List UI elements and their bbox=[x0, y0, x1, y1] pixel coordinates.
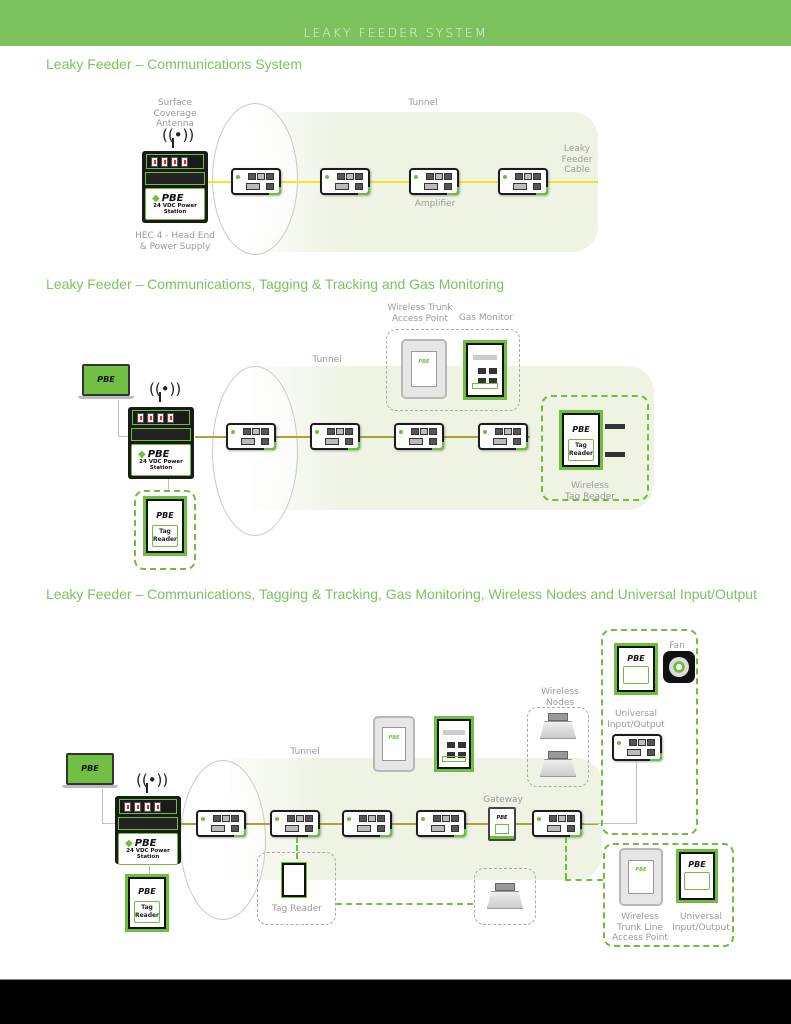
tag-reader-icon: PBE Tag Reader bbox=[559, 410, 603, 470]
wireless-node-icon bbox=[540, 713, 576, 739]
amplifier-icon bbox=[226, 423, 276, 450]
wireless-trunk-label: Wireless Trunk Access Point bbox=[387, 303, 453, 324]
antenna-icon: ((•)) bbox=[162, 126, 194, 148]
amplifier-icon bbox=[478, 423, 528, 450]
tunnel-label-3: Tunnel bbox=[290, 747, 320, 757]
dashed-link bbox=[336, 903, 473, 905]
dashed-link bbox=[565, 837, 567, 879]
trunk-gas-group bbox=[386, 329, 520, 411]
tunnel-label-1: Tunnel bbox=[408, 98, 438, 108]
amplifier-icon bbox=[612, 734, 662, 761]
laptop-icon: PBE bbox=[62, 753, 118, 793]
access-point-icon: PBE bbox=[401, 339, 447, 399]
laptop-icon: PBE bbox=[78, 364, 134, 404]
link-line bbox=[102, 823, 116, 824]
amplifier-icon bbox=[196, 810, 246, 837]
universal-io-icon: PBE bbox=[614, 643, 658, 695]
leaky-feeder-cable-1 bbox=[207, 181, 598, 183]
page-footer bbox=[0, 979, 791, 1024]
gateway-label: Gateway bbox=[483, 795, 523, 805]
amplifier-icon bbox=[416, 810, 466, 837]
link-line bbox=[102, 789, 103, 823]
gas-monitor-icon bbox=[434, 716, 474, 772]
tunnel-mouth-3 bbox=[180, 760, 266, 920]
gas-monitor-label: Gas Monitor bbox=[458, 313, 514, 323]
access-point-icon: PBE bbox=[373, 716, 415, 772]
amplifier-icon bbox=[270, 810, 320, 837]
wireless-node-icon bbox=[487, 883, 523, 909]
amplifier-icon bbox=[409, 168, 459, 195]
section-2-title: Leaky Feeder – Communications, Tagging &… bbox=[46, 276, 505, 292]
gas-monitor-icon bbox=[463, 340, 507, 400]
wireless-nodes-label: Wireless Nodes bbox=[541, 687, 579, 708]
cable-label: Leaky Feeder Cable bbox=[561, 144, 593, 175]
wireless-node-icon bbox=[540, 751, 576, 777]
page-header: LEAKY FEEDER SYSTEM bbox=[0, 0, 791, 46]
tag-reader-group bbox=[257, 852, 336, 925]
tunnel-mouth-2 bbox=[212, 366, 298, 536]
antenna-label-1: Surface Coverage Antenna bbox=[153, 98, 197, 129]
antenna-icon: ((•)) bbox=[136, 771, 168, 793]
tunnel-label-2: Tunnel bbox=[312, 355, 342, 365]
link-line bbox=[636, 761, 637, 824]
wireless-trunk-line-label: Wireless Trunk Line Access Point bbox=[611, 912, 669, 943]
antenna-icon: ((•)) bbox=[149, 380, 181, 402]
section-1-title: Leaky Feeder – Communications System bbox=[46, 56, 302, 72]
link-line bbox=[168, 479, 169, 491]
universal-io-icon: PBE bbox=[676, 849, 718, 903]
wireless-tag-reader-group bbox=[541, 395, 649, 501]
link-line bbox=[118, 400, 119, 436]
amplifier-label: Amplifier bbox=[414, 199, 456, 209]
page-title: LEAKY FEEDER SYSTEM bbox=[303, 25, 488, 40]
tag-reader-icon bbox=[281, 862, 307, 898]
tag-reader-icon: PBE Tag Reader bbox=[125, 874, 169, 932]
universal-io-label-top: Universal Input/Output bbox=[607, 709, 665, 730]
tag-antenna-icon bbox=[605, 452, 625, 457]
amplifier-icon bbox=[231, 168, 281, 195]
wireless-nodes-group bbox=[527, 707, 589, 787]
dashed-link bbox=[296, 837, 298, 859]
access-point-icon: PBE bbox=[619, 848, 663, 906]
universal-io-group-top bbox=[601, 629, 698, 835]
link-line bbox=[149, 864, 150, 874]
amplifier-icon bbox=[310, 423, 360, 450]
amplifier-icon bbox=[532, 810, 582, 837]
tag-reader-icon: PBE Tag Reader bbox=[143, 496, 187, 556]
wireless-tag-reader-label: Wireless Tag Reader bbox=[565, 481, 615, 502]
gateway-icon: PBE bbox=[488, 807, 516, 841]
head-end-label: HEC 4 - Head End & Power Supply bbox=[135, 231, 215, 252]
section-3-title: Leaky Feeder – Communications, Tagging &… bbox=[46, 586, 757, 602]
tag-reader-group bbox=[134, 490, 196, 570]
universal-io-label-bottom: Universal Input/Output bbox=[672, 912, 730, 933]
link-line bbox=[584, 823, 636, 824]
fan-icon bbox=[663, 651, 695, 683]
fan-label: Fan bbox=[669, 641, 685, 651]
leaky-feeder-cable-2 bbox=[195, 436, 530, 438]
tag-reader-label: Tag Reader bbox=[272, 904, 322, 914]
tag-antenna-icon bbox=[605, 424, 625, 429]
amplifier-icon bbox=[394, 423, 444, 450]
dashed-link bbox=[565, 879, 603, 881]
wireless-node-group bbox=[474, 868, 536, 925]
amplifier-icon bbox=[342, 810, 392, 837]
amplifier-icon bbox=[498, 168, 548, 195]
amplifier-icon bbox=[320, 168, 370, 195]
universal-io-group-bottom bbox=[603, 843, 734, 947]
